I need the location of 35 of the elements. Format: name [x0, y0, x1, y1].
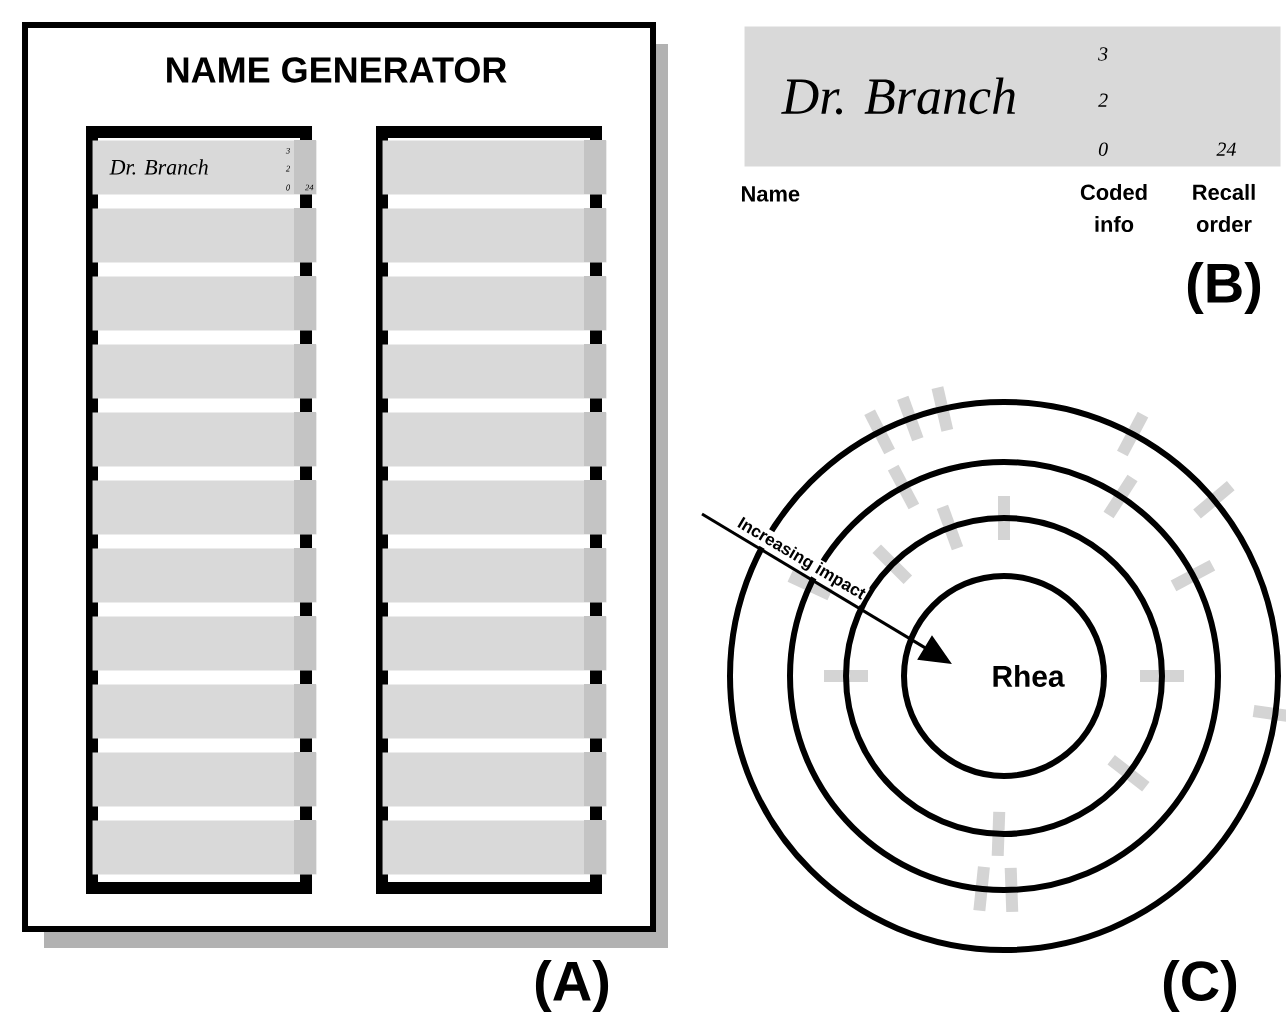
- name-row: [92, 616, 317, 671]
- name-row: [382, 752, 607, 807]
- name-row: [382, 820, 607, 875]
- name-row: [382, 140, 607, 195]
- name-signature: Dr. Branch: [109, 159, 208, 175]
- name-row: [92, 480, 317, 535]
- name-row: [92, 820, 317, 875]
- name-row: [92, 684, 317, 739]
- code-digit: 3: [1098, 47, 1108, 61]
- name-row: [382, 276, 607, 331]
- code-digit: 0: [1098, 142, 1108, 156]
- name-row: [92, 208, 317, 263]
- sheet-title: NAME GENERATOR: [167, 57, 507, 83]
- name-row: [382, 616, 607, 671]
- column-label: Coded info: [1080, 183, 1147, 232]
- name-row: [92, 344, 317, 399]
- column-label: Recall order: [1193, 183, 1255, 232]
- name-row: [92, 412, 317, 467]
- panel-label: (A): [535, 959, 609, 1013]
- recall-number: 24: [1216, 142, 1236, 156]
- name-row: [92, 752, 317, 807]
- name-row: [382, 208, 607, 263]
- name-row: [92, 548, 317, 603]
- name-row: [382, 548, 607, 603]
- code-digit: 2: [1098, 93, 1108, 107]
- ring: [727, 399, 1281, 953]
- name-row: [382, 344, 607, 399]
- name-row: [382, 480, 607, 535]
- name-signature: Dr. Branch: [781, 77, 1015, 115]
- panel-label: (C): [1163, 959, 1237, 1013]
- name-row: [92, 276, 317, 331]
- name-row: [382, 412, 607, 467]
- name-row: [382, 684, 607, 739]
- panel-label: (B): [1187, 261, 1261, 315]
- column-label: Name: [742, 186, 800, 202]
